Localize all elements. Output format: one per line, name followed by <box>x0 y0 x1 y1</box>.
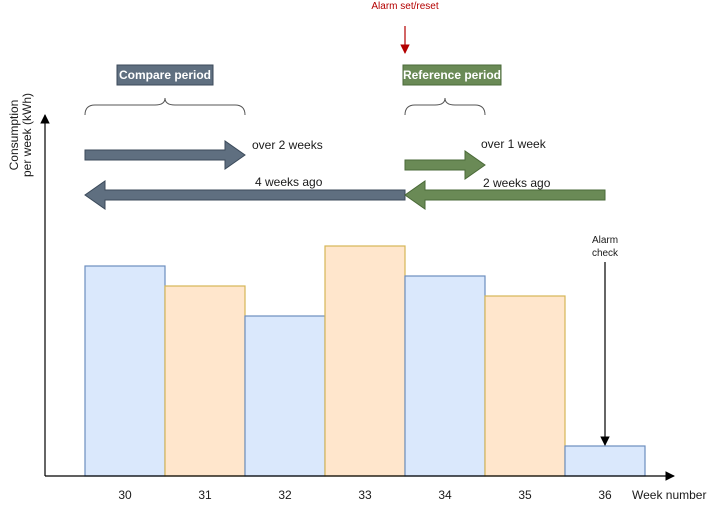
compare-period-brace <box>84 97 246 116</box>
y-axis-label-line2: per week (kWh) <box>20 93 34 177</box>
bars-group <box>84 245 646 477</box>
bar-week-34 <box>404 275 486 477</box>
week-tick-35: 35 <box>518 488 532 502</box>
week-tick-33: 33 <box>358 488 372 502</box>
y-axis-label-line1: Consumption <box>7 100 21 171</box>
x-axis-label: Week number <box>632 488 706 502</box>
bar-week-36 <box>564 445 646 477</box>
alarm-check-label-line2: check <box>592 248 619 259</box>
alarm-check-label-line1: Alarm <box>592 235 618 246</box>
4-weeks-ago-arrow <box>84 180 406 210</box>
week-tick-30: 30 <box>118 488 132 502</box>
bar-week-31 <box>164 285 246 477</box>
reference-period-label: Reference period <box>403 68 501 82</box>
reference-period-brace <box>404 97 486 116</box>
week-tick-31: 31 <box>198 488 212 502</box>
compare-period-label: Compare period <box>119 68 211 82</box>
week-tick-36: 36 <box>598 488 612 502</box>
over-1-week-arrow <box>404 150 486 180</box>
bar-week-35 <box>484 295 566 477</box>
over-2-weeks-arrow <box>84 140 246 170</box>
alarm-set-reset-label: Alarm set/reset <box>371 1 438 12</box>
y-axis-label: Consumption per week (kWh) <box>7 93 34 177</box>
over-1-week-label: over 1 week <box>481 137 547 151</box>
bar-week-33 <box>324 245 406 477</box>
week-tick-labels: 30 31 32 33 34 35 36 <box>118 488 612 502</box>
2-weeks-ago-label: 2 weeks ago <box>483 176 551 190</box>
week-tick-32: 32 <box>278 488 292 502</box>
4-weeks-ago-label: 4 weeks ago <box>255 175 323 189</box>
bar-week-30 <box>84 265 166 477</box>
compare-period-box: Compare period <box>116 64 214 86</box>
reference-period-box: Reference period <box>402 64 502 86</box>
bar-week-32 <box>244 315 326 477</box>
week-tick-34: 34 <box>438 488 452 502</box>
over-2-weeks-label: over 2 weeks <box>252 138 323 152</box>
2-weeks-ago-arrow <box>404 180 606 210</box>
